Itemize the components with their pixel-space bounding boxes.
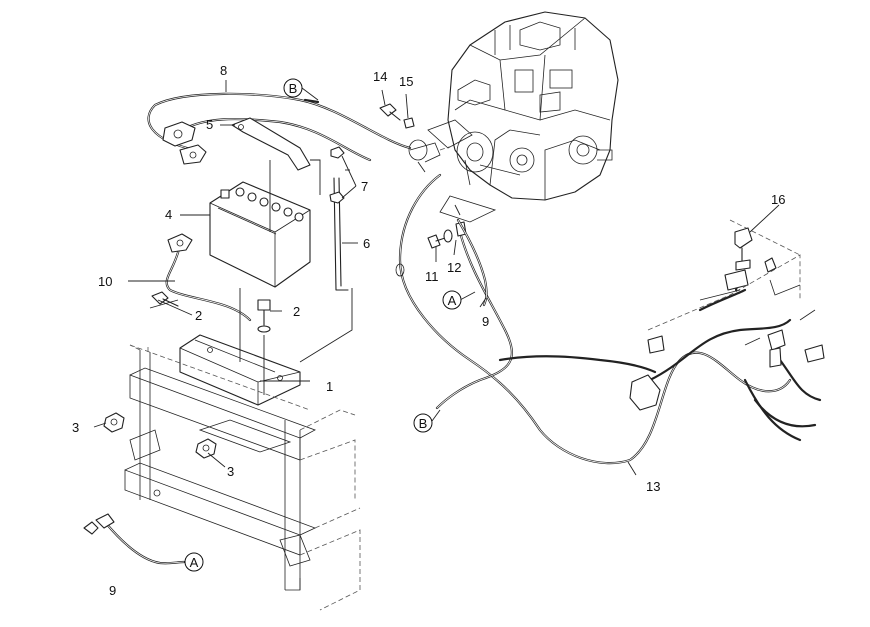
ground-cable-9-upper — [454, 204, 488, 307]
bolt-2 — [151, 291, 271, 333]
connector-ref-b-top-label: B — [289, 81, 298, 96]
switch-16 — [734, 227, 777, 273]
hold-down-rod — [329, 146, 349, 291]
callout-2a: 2 — [293, 304, 300, 319]
callout-5: 5 — [206, 117, 213, 132]
callout-9b: 9 — [109, 583, 116, 598]
terminal-caps — [162, 121, 207, 165]
battery — [209, 181, 311, 288]
battery-tray — [179, 334, 301, 406]
connector-ref-a-mid-label: A — [448, 293, 457, 308]
bolt-14-washer-15 — [379, 103, 415, 129]
connector-ref-a-mid: A — [442, 290, 462, 310]
engine — [447, 11, 619, 201]
callout-10: 10 — [98, 274, 112, 289]
callout-leaders — [93, 80, 780, 563]
wire-harness-13 — [395, 173, 825, 465]
battery-cable-8 — [147, 92, 441, 163]
battery-hold-bracket — [231, 117, 311, 171]
callout-13: 13 — [646, 479, 660, 494]
callout-11: 11 — [425, 269, 439, 284]
assembly-guides — [149, 159, 353, 395]
connector-ref-b-low: B — [413, 413, 433, 433]
callout-2b: 2 — [195, 308, 202, 323]
callout-3b: 3 — [227, 464, 234, 479]
callout-12: 12 — [447, 260, 461, 275]
callout-1: 1 — [326, 379, 333, 394]
ground-cable-9-lower — [83, 513, 186, 565]
connector-ref-a-low-label: A — [190, 555, 199, 570]
harness-guides — [647, 219, 816, 346]
callout-16: 16 — [771, 192, 785, 207]
callout-6: 6 — [363, 236, 370, 251]
machine-frame — [124, 344, 361, 611]
callout-9a: 9 — [482, 314, 489, 329]
flange-nut-3 — [103, 412, 217, 459]
callout-15: 15 — [399, 74, 413, 89]
callout-8: 8 — [220, 63, 227, 78]
battery-vent-caps — [235, 187, 304, 222]
connector-ref-a-low: A — [184, 552, 204, 572]
connector-ref-b-top: B — [283, 78, 303, 98]
callout-7: 7 — [361, 179, 368, 194]
callout-3a: 3 — [72, 420, 79, 435]
connector-ref-b-low-label: B — [419, 416, 428, 431]
bolt-11-washer-12 — [427, 221, 467, 249]
ground-cable-10 — [165, 233, 252, 322]
engine-leaders — [417, 119, 521, 223]
callout-numbers: 1 2 2 3 3 4 5 6 7 8 9 9 10 11 12 13 14 1… — [72, 63, 785, 598]
callout-4: 4 — [165, 207, 172, 222]
callout-14: 14 — [373, 69, 387, 84]
